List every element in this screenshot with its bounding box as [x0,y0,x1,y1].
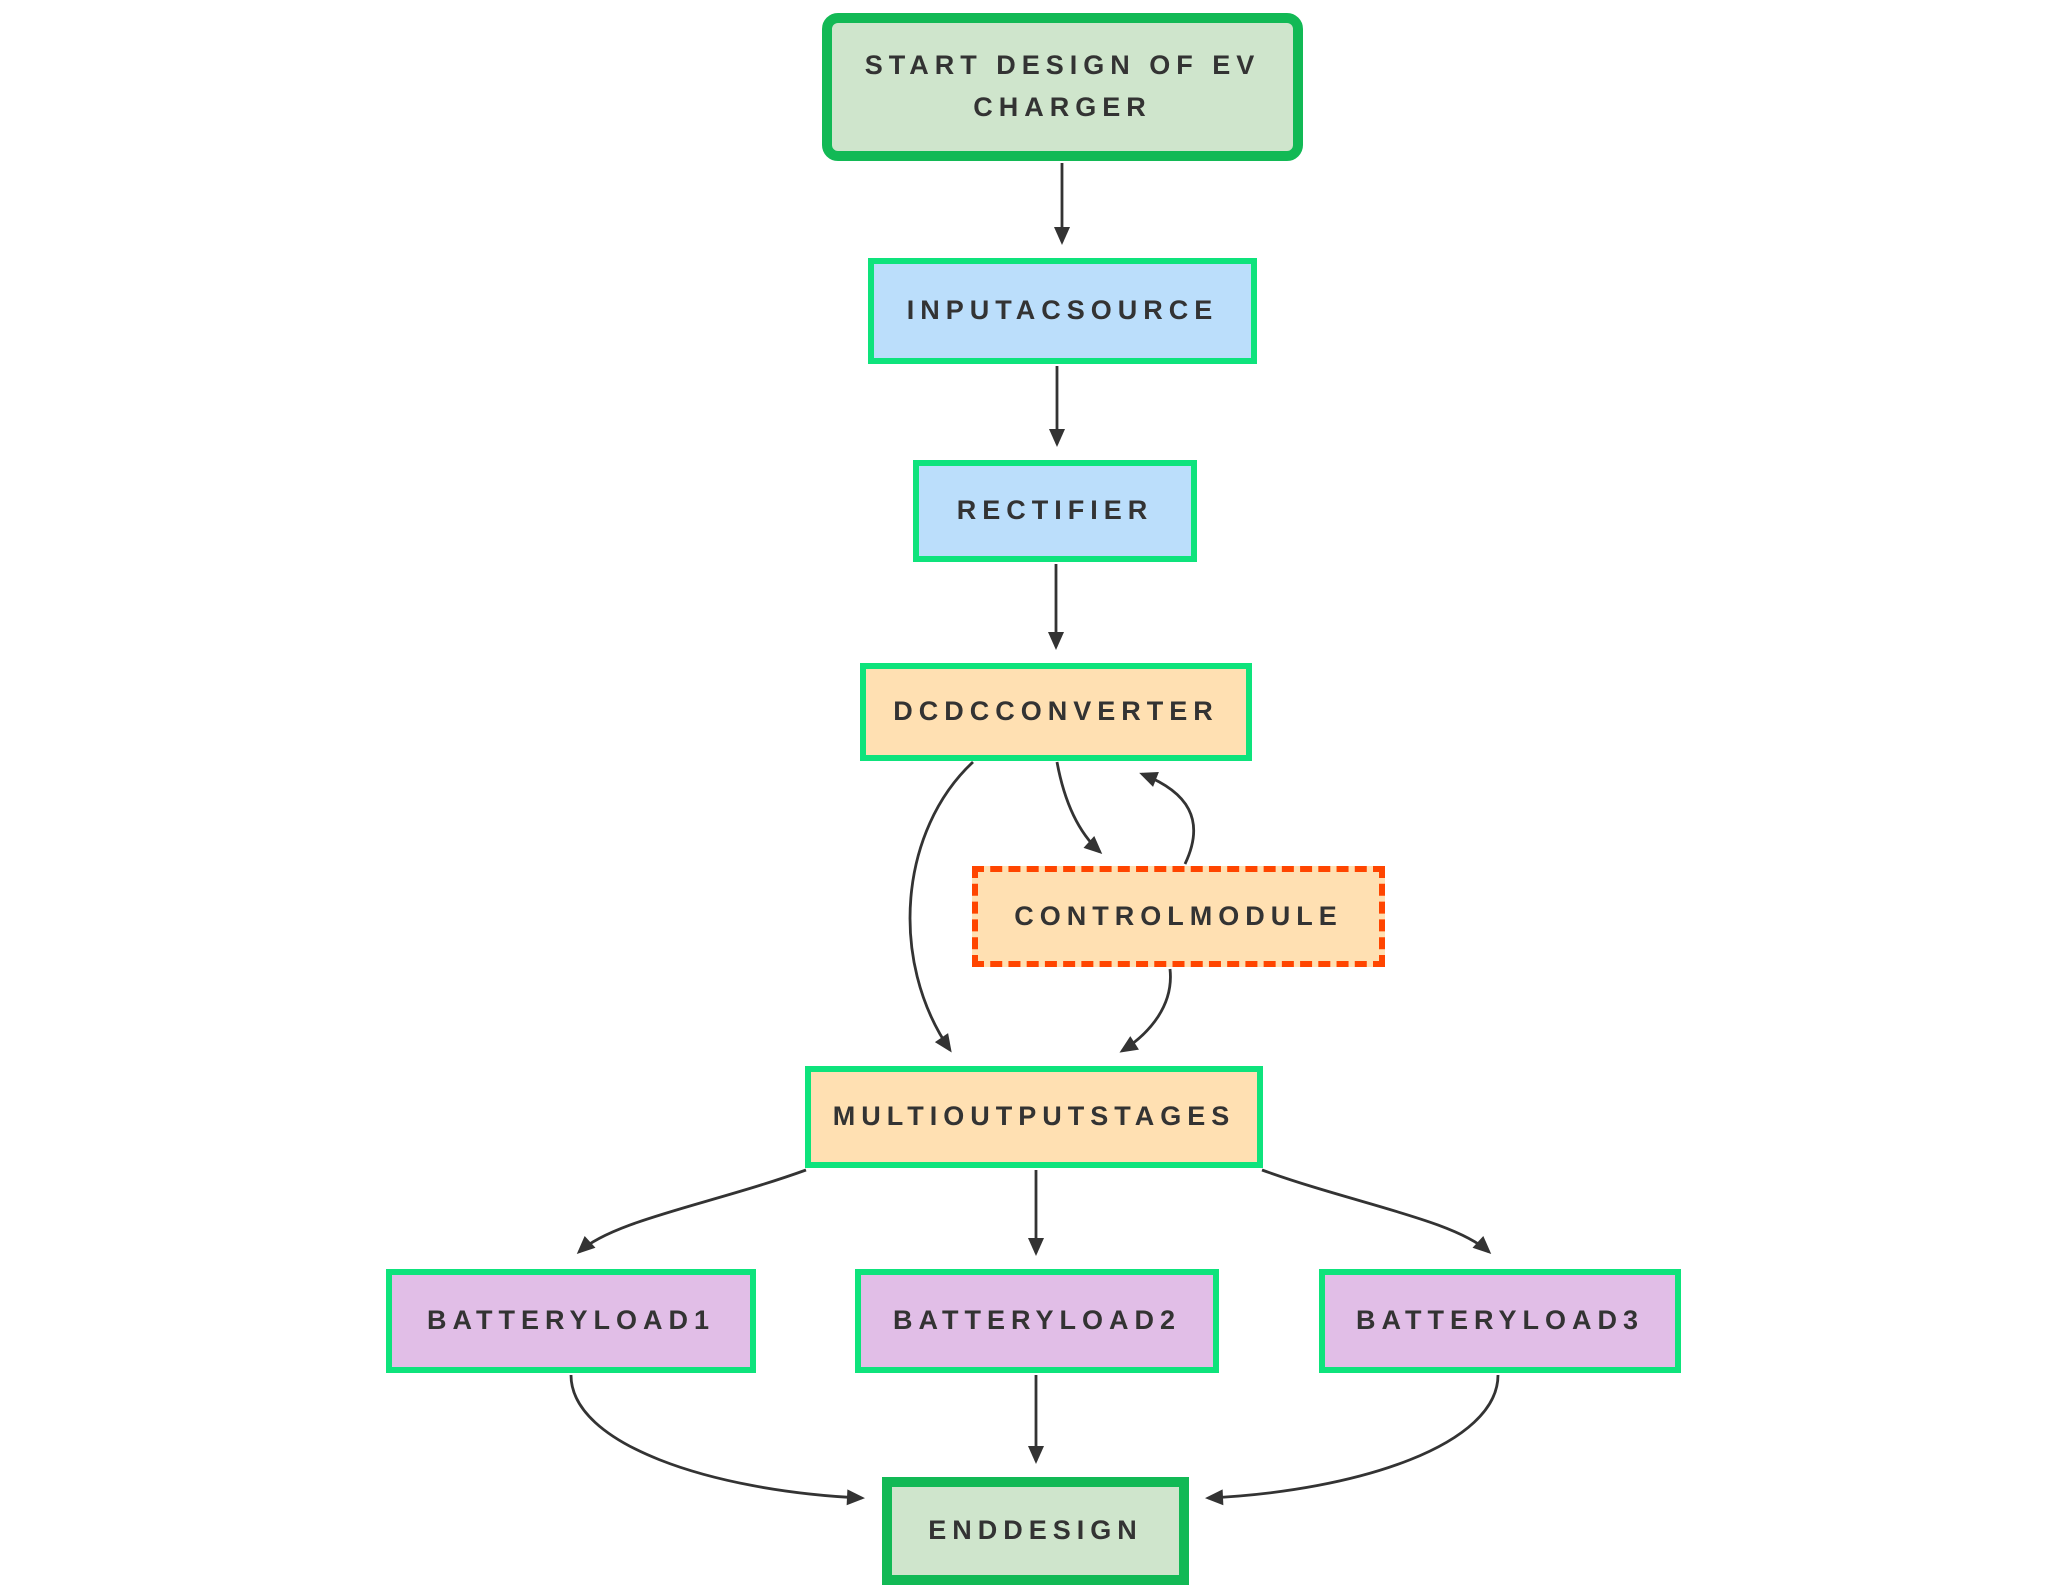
edge-dcdcconverter-controlmodule [1055,761,1103,855]
node-multioutputstages-label: MULTIOUTPUTSTAGES [832,1101,1236,1132]
node-rectifier-label: RECTIFIER [956,495,1154,526]
node-rectifier: RECTIFIER [913,460,1197,562]
node-start: START DESIGN OF EV CHARGER [822,13,1303,161]
edge-controlmodule-multioutputstages [1119,968,1172,1053]
edge-batteryload3-enddesign [1205,1374,1500,1506]
node-multioutputstages: MULTIOUTPUTSTAGES [805,1066,1263,1168]
node-dcdcconverter: DCDCCONVERTER [860,663,1252,761]
node-controlmodule: CONTROLMODULE [972,866,1385,967]
node-inputacsource-label: INPUTACSOURCE [906,295,1219,326]
node-batteryload2: BATTERYLOAD2 [855,1269,1219,1373]
node-enddesign: ENDDESIGN [882,1477,1189,1585]
node-batteryload3: BATTERYLOAD3 [1319,1269,1681,1373]
edge-controlmodule-dcdcconverter [1139,772,1196,865]
node-start-label: START DESIGN OF EV CHARGER [864,50,1261,122]
node-batteryload3-label: BATTERYLOAD3 [1356,1305,1644,1336]
node-batteryload1: BATTERYLOAD1 [386,1269,756,1373]
node-inputacsource: INPUTACSOURCE [868,258,1257,364]
edge-multioutputstages-batteryload1 [576,1168,807,1255]
edge-dcdcconverter-multioutputstages [908,760,974,1053]
node-batteryload1-label: BATTERYLOAD1 [427,1305,715,1336]
node-controlmodule-label: CONTROLMODULE [1014,900,1343,931]
node-dcdcconverter-label: DCDCCONVERTER [893,696,1219,727]
node-enddesign-label: ENDDESIGN [928,1515,1143,1546]
edge-multioutputstages-batteryload3 [1261,1168,1492,1255]
edge-batteryload1-enddesign [569,1374,865,1506]
node-batteryload2-label: BATTERYLOAD2 [893,1305,1181,1336]
